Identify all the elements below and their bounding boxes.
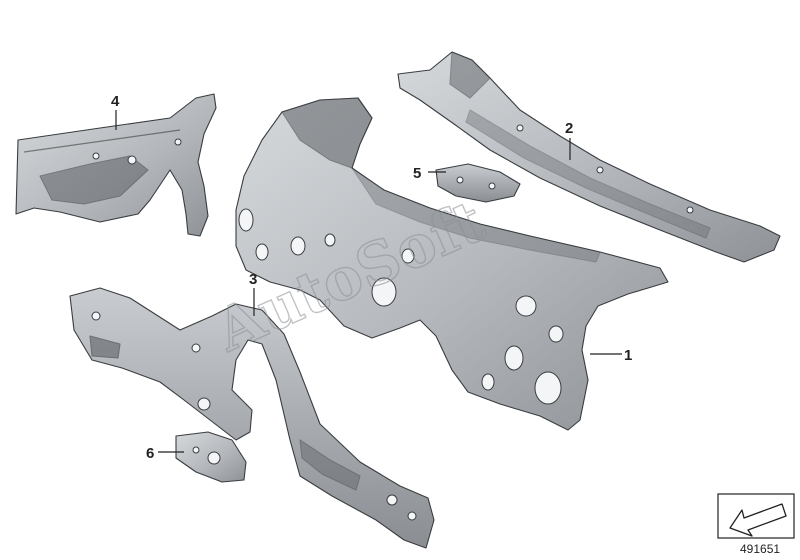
part-5-reinforcement[interactable] xyxy=(435,163,521,203)
callout-leaders xyxy=(115,110,622,453)
part-3-wheel-arch-member[interactable] xyxy=(69,287,435,549)
part-4-side-wall[interactable] xyxy=(15,93,217,237)
part-1-bulkhead[interactable] xyxy=(235,97,669,431)
part-2-cowl-crossmember[interactable] xyxy=(397,51,781,263)
callout-3[interactable]: 3 xyxy=(249,271,257,288)
callout-2[interactable]: 2 xyxy=(565,120,573,137)
diagram-number: 491651 xyxy=(740,542,780,556)
direction-arrow-icon xyxy=(717,493,795,539)
callout-1[interactable]: 1 xyxy=(624,347,632,364)
callout-5[interactable]: 5 xyxy=(413,165,421,182)
callout-6[interactable]: 6 xyxy=(146,445,154,462)
part-6-bracket[interactable] xyxy=(175,431,247,483)
callout-4[interactable]: 4 xyxy=(111,93,120,110)
